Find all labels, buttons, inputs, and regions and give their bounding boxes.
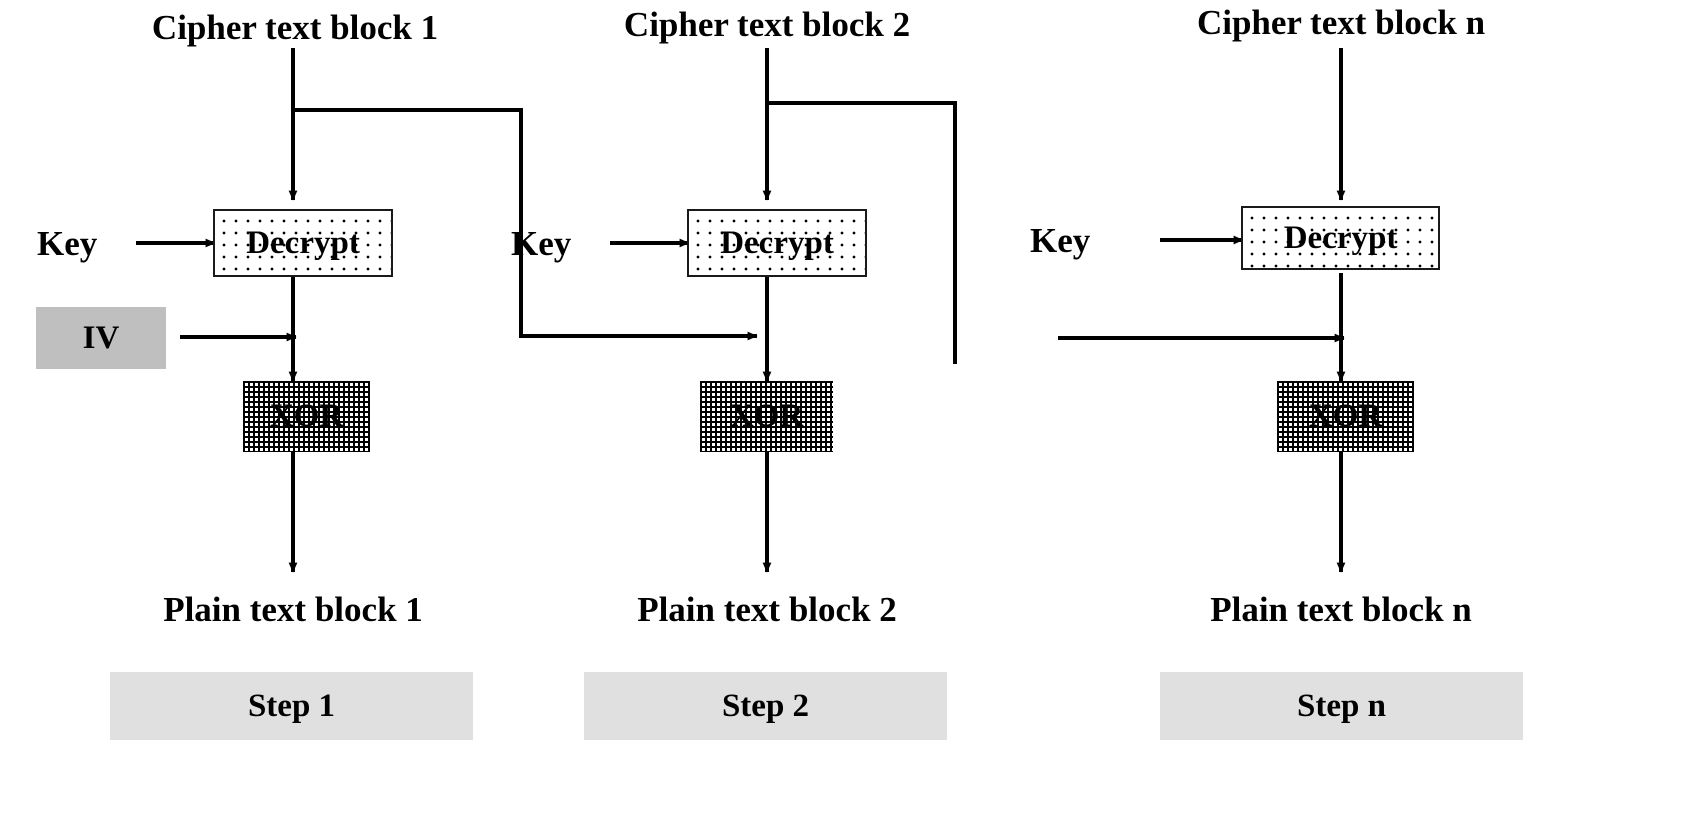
step-box-n: Step n — [1160, 672, 1523, 740]
plain-text-block-n-label: Plain text block n — [1210, 590, 1472, 629]
xor-box-n: XOR — [1277, 381, 1414, 452]
cipher-text-block-2-label: Cipher text block 2 — [623, 5, 911, 44]
plain-text-block-1-label: Plain text block 1 — [163, 590, 423, 629]
xor-label-2: XOR — [729, 398, 804, 434]
key-label-2: Key — [511, 224, 572, 263]
xor-label-n: XOR — [1308, 398, 1383, 434]
step-box-1: Step 1 — [110, 672, 473, 740]
xor-label-1: XOR — [269, 398, 344, 434]
xor-box-1: XOR — [243, 381, 370, 452]
xor-box-2: XOR — [700, 381, 833, 452]
decrypt-box-n: Decrypt — [1241, 206, 1440, 270]
decrypt-box-2: Decrypt — [687, 209, 867, 277]
key-label-n: Key — [1030, 221, 1091, 260]
plain-text-block-2-label: Plain text block 2 — [637, 590, 897, 629]
decrypt-box-1: Decrypt — [213, 209, 393, 277]
key-label-1: Key — [37, 224, 98, 263]
iv-box: IV — [36, 307, 166, 369]
step-box-2: Step 2 — [584, 672, 947, 740]
cipher-text-block-n-label: Cipher text block n — [1196, 3, 1486, 42]
cipher-text-block-1-label: Cipher text block 1 — [151, 8, 439, 47]
